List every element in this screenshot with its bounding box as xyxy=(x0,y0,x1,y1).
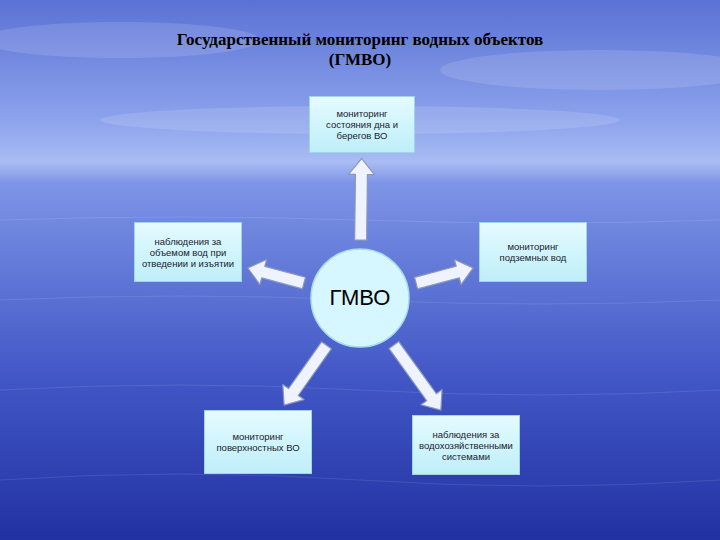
box-text: мониторинг состояния дна и берегов ВО xyxy=(315,108,409,141)
block-arrow xyxy=(248,260,306,289)
process-box: мониторинг поверхностных ВО xyxy=(204,410,312,474)
block-arrow xyxy=(415,259,474,288)
box-text: наблюдения за водохозяйственными система… xyxy=(418,429,514,462)
process-box: мониторинг состояния дна и берегов ВО xyxy=(309,96,415,153)
block-arrow xyxy=(389,342,442,411)
box-text: наблюдения за объемом вод при отведении … xyxy=(140,236,236,269)
block-arrow xyxy=(283,342,332,405)
center-label: ГМВО xyxy=(330,285,391,311)
box-text: мониторинг поверхностных ВО xyxy=(210,431,306,453)
center-circle: ГМВО xyxy=(310,248,410,348)
diagram-title: Государственный мониторинг водных объект… xyxy=(169,30,551,70)
process-box: наблюдения за объемом вод при отведении … xyxy=(134,222,242,282)
process-box: мониторинг подземных вод xyxy=(479,222,587,282)
box-text: мониторинг подземных вод xyxy=(485,241,581,263)
block-arrow xyxy=(348,159,374,241)
process-box: наблюдения за водохозяйственными система… xyxy=(412,415,520,475)
